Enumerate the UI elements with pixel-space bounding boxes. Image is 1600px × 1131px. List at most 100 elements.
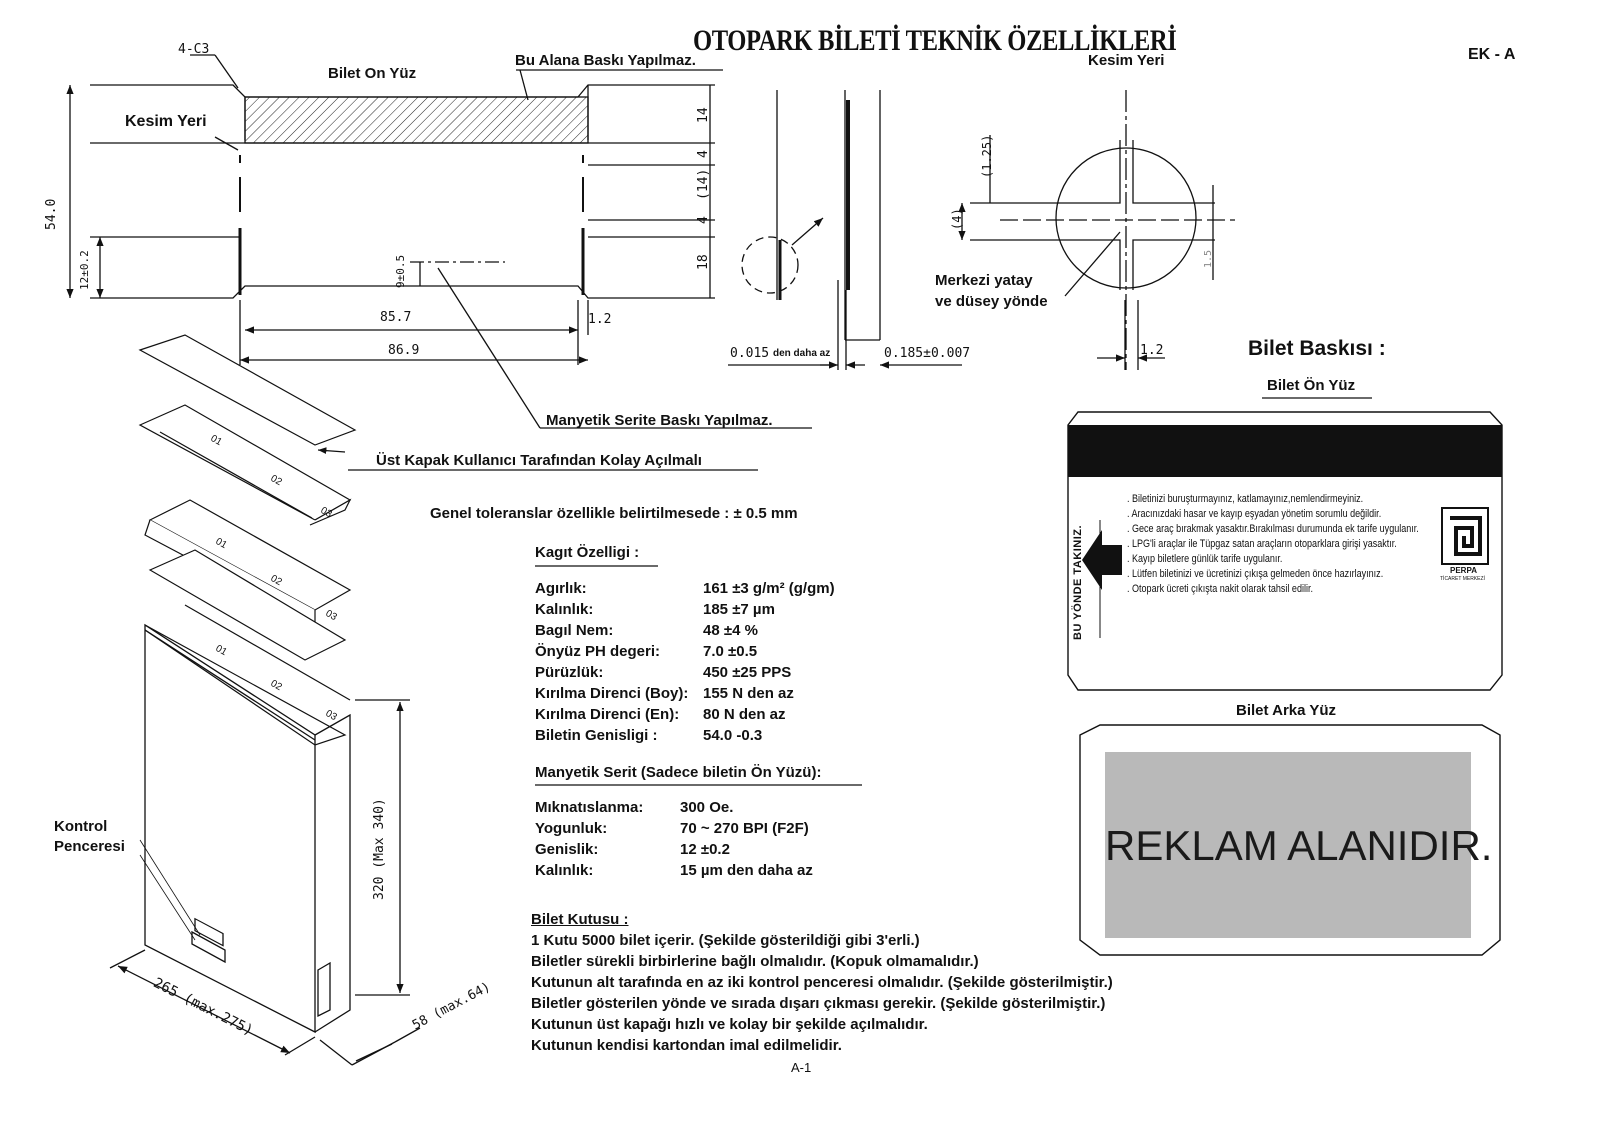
magnetic-spec-label: Mıknatıslanma: bbox=[535, 799, 644, 816]
page-number: A-1 bbox=[791, 1060, 812, 1075]
center-note-2: ve düsey yönde bbox=[935, 293, 1048, 310]
dim-1-2-right: 1.2 bbox=[588, 312, 612, 327]
ticket-rule-line: . Aracınızdaki hasar ve kayıp eşyadan yö… bbox=[1127, 508, 1382, 520]
insert-direction-text: BU YÖNDE TAKINIZ. bbox=[1072, 524, 1084, 640]
paper-spec-label: Pürüzlük: bbox=[535, 664, 604, 681]
dim-18: 18 bbox=[696, 254, 711, 270]
cut-place-label-right: Kesim Yeri bbox=[1088, 52, 1165, 69]
cut-place-label-left: Kesim Yeri bbox=[125, 113, 207, 130]
fanfold-tickets-drawing: 01 02 03 01 02 03 01 02 03 bbox=[138, 334, 357, 746]
ticket-box-drawing bbox=[109, 623, 421, 1066]
paper-spec-value: 54.0 -0.3 bbox=[703, 727, 763, 744]
ticket-rule-line: . Otopark ücreti çıkışta nakit olarak ta… bbox=[1127, 583, 1313, 595]
dim-1-5: 1.5 bbox=[1203, 249, 1214, 268]
dim-14: 14 bbox=[696, 107, 711, 123]
no-print-area-label: Bu Alana Baskı Yapılmaz. bbox=[515, 52, 696, 69]
magnetic-spec-value: 12 ±0.2 bbox=[680, 841, 730, 858]
paper-spec-heading: Kagıt Özelligi : bbox=[535, 544, 640, 561]
ticket-back-print bbox=[1079, 724, 1501, 956]
magnetic-no-print-note: Manyetik Serite Baskı Yapılmaz. bbox=[546, 412, 773, 429]
dim-14p: (14) bbox=[696, 168, 711, 200]
ticket-front-print-label: Bilet Ön Yüz bbox=[1267, 377, 1356, 394]
box-spec-line: Kutunun üst kapağı hızlı ve kolay bir şe… bbox=[531, 1016, 928, 1033]
paper-spec-value: 80 N den az bbox=[703, 706, 786, 723]
page-title: OTOPARK BİLETİ TEKNİK ÖZELLİKLERİ bbox=[693, 24, 1177, 57]
dim-0-185: 0.185±0.007 bbox=[884, 346, 971, 361]
ticket-front-label: Bilet On Yüz bbox=[328, 65, 417, 82]
ticket-print-heading: Bilet Baskısı : bbox=[1248, 337, 1386, 360]
paper-spec-label: Biletin Genisligi : bbox=[535, 727, 658, 744]
perpa-logo-text: PERPA bbox=[1450, 566, 1477, 575]
top-cover-note: Üst Kapak Kullanıcı Tarafından Kolay Açı… bbox=[376, 452, 702, 469]
ticket-rule-line: . Kayıp biletlere günlük tarife uygulanı… bbox=[1127, 553, 1283, 565]
dim-4c: (4) bbox=[950, 208, 964, 230]
ticket-front-print bbox=[1067, 411, 1503, 691]
dim-85-7: 85.7 bbox=[380, 310, 412, 325]
chamfer-label: 4-C3 bbox=[178, 42, 210, 57]
paper-spec-value: 7.0 ±0.5 bbox=[703, 643, 758, 660]
appendix-label: EK - A bbox=[1468, 46, 1516, 63]
svg-text:03: 03 bbox=[319, 505, 335, 520]
ticket-rule-line: . LPG'li araçlar ile Tüpgaz satan araçla… bbox=[1127, 538, 1397, 550]
dim-320: 320 (Max 340) bbox=[372, 798, 387, 900]
paper-spec-value: 155 N den az bbox=[703, 685, 794, 702]
magnetic-spec-value: 300 Oe. bbox=[680, 799, 734, 816]
advertisement-area-text: REKLAM ALANIDIR. bbox=[1105, 822, 1493, 869]
cut-detail-drawing bbox=[958, 90, 1235, 370]
magnetic-spec-label: Genislik: bbox=[535, 841, 599, 858]
magnetic-spec-value: 70 ~ 270 BPI (F2F) bbox=[680, 820, 809, 837]
svg-text:02: 02 bbox=[269, 473, 285, 488]
perpa-logo-subtext: TİCARET MERKEZİ bbox=[1440, 576, 1485, 582]
ticket-rules-text: . Biletinizi buruşturmayınız, katlamayın… bbox=[1127, 492, 1483, 597]
less-than-label: den daha az bbox=[773, 348, 831, 359]
svg-text:01: 01 bbox=[214, 643, 230, 658]
general-tolerance-note: Genel toleranslar özellikle belirtilmese… bbox=[430, 505, 798, 522]
box-spec-lines: 1 Kutu 5000 bilet içerir. (Şekilde göste… bbox=[531, 930, 1113, 1056]
magnetic-spec-label: Kalınlık: bbox=[535, 862, 594, 879]
dim-54: 54.0 bbox=[44, 198, 59, 230]
dim-1-2-cut: 1.2 bbox=[1140, 343, 1164, 358]
svg-text:01: 01 bbox=[209, 433, 225, 448]
paper-spec-table: Agırlık: 161 ±3 g/m² (g/gm) Kalınlık: 185 … bbox=[535, 578, 903, 746]
dim-4b: 4 bbox=[696, 216, 711, 224]
paper-spec-value: 185 ±7 µm bbox=[703, 601, 775, 618]
box-spec-line: Biletler gösterilen yönde ve sırada dışa… bbox=[531, 995, 1106, 1012]
box-spec-heading: Bilet Kutusu : bbox=[531, 911, 629, 928]
ticket-rule-line: . Lütfen biletinizi ve ücretinizi çıkışa… bbox=[1127, 568, 1384, 580]
center-note-1: Merkezi yatay bbox=[935, 272, 1033, 289]
paper-spec-label: Kalınlık: bbox=[535, 601, 594, 618]
box-spec-line: Kutunun kendisi kartondan imal edilmelid… bbox=[531, 1037, 842, 1054]
paper-spec-label: Kırılma Direnci (En): bbox=[535, 706, 680, 723]
paper-spec-value: 450 ±25 PPS bbox=[703, 664, 792, 681]
magnetic-spec-table: Mıknatıslanma:300 Oe. Yogunluk:70 ~ 270 … bbox=[535, 797, 900, 881]
svg-text:03: 03 bbox=[324, 608, 340, 623]
dim-1-25: (1.25) bbox=[980, 134, 994, 178]
svg-text:02: 02 bbox=[269, 573, 285, 588]
control-window-label-1: Kontrol bbox=[54, 818, 108, 835]
ticket-back-print-label: Bilet Arka Yüz bbox=[1236, 702, 1337, 719]
box-spec-line: 1 Kutu 5000 bilet içerir. (Şekilde göste… bbox=[531, 932, 920, 949]
ticket-strip-drawing bbox=[66, 54, 812, 429]
svg-text:01: 01 bbox=[214, 536, 230, 551]
box-spec-line: Biletler sürekli birbirlerine bağlı olma… bbox=[531, 953, 979, 970]
dim-12: 12±0.2 bbox=[78, 250, 91, 290]
paper-spec-label: Agırlık: bbox=[535, 580, 587, 597]
ticket-rule-line: . Gece araç bırakmak yasaktır.Bırakılmas… bbox=[1127, 523, 1419, 535]
paper-spec-label: Önyüz PH degeri: bbox=[535, 643, 661, 660]
svg-text:02: 02 bbox=[269, 678, 285, 693]
paper-spec-label: Kırılma Direnci (Boy): bbox=[535, 685, 689, 702]
paper-spec-value: 161 ±3 g/m² (g/gm) bbox=[703, 580, 835, 597]
magnetic-spec-value: 15 µm den daha az bbox=[680, 862, 813, 879]
paper-spec-value: 48 ±4 % bbox=[703, 622, 758, 639]
control-window-label-2: Penceresi bbox=[54, 838, 125, 855]
dim-4a: 4 bbox=[696, 150, 711, 158]
paper-spec-label: Bagıl Nem: bbox=[535, 622, 614, 639]
dim-9: 9±0.5 bbox=[394, 254, 407, 288]
box-spec-line: Kutunun alt tarafında en az iki kontrol … bbox=[531, 974, 1113, 991]
magnetic-spec-heading: Manyetik Serit (Sadece biletin Ön Yüzü): bbox=[535, 764, 822, 781]
thickness-section-drawing bbox=[728, 90, 962, 370]
ticket-rule-line: . Biletinizi buruşturmayınız, katlamayın… bbox=[1127, 493, 1364, 505]
svg-text:03: 03 bbox=[324, 708, 340, 723]
